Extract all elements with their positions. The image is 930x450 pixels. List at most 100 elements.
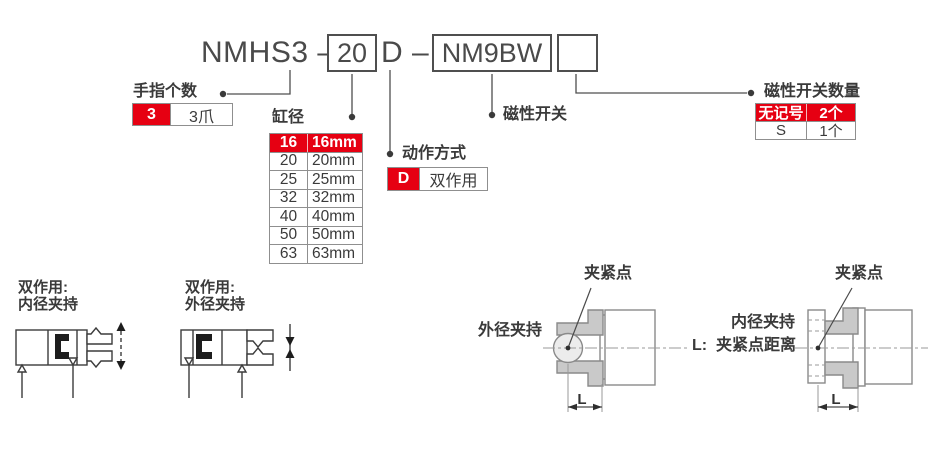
model-code-prefix: NMHS3 – [201,36,335,69]
bore-desc-cell: 20mm [307,152,362,170]
clamp-point-dot [565,345,571,351]
dot-action [386,150,394,158]
dot-switch-qty [747,89,755,97]
fingers-label: 手指个数 [133,83,198,100]
clamp-point-label-external: 夹紧点 [584,265,633,282]
internal-grip-drawing [795,287,928,412]
table-row: 无记号 2个 [756,104,855,122]
bore-label: 缸径 [272,109,305,126]
bore-desc-cell: 25mm [307,171,362,189]
action-table: D 双作用 [387,167,488,191]
bore-code-cell: 50 [279,226,298,244]
dim-arrow-left [818,403,827,411]
table-row: 20 20mm [270,151,362,170]
gripper-jaw-top [824,307,859,335]
table-row: D 双作用 [388,168,487,190]
table-row: 40 40mm [270,207,362,226]
bore-desc-cell: 63mm [307,245,362,263]
table-row: 63 63mm [270,244,362,263]
bore-code-cell: 25 [279,170,298,188]
fingers-code-cell: 3 [133,104,170,125]
table-row: 25 25mm [270,170,362,189]
hidden-edge-lines [808,319,825,377]
port-triangle [236,363,248,373]
blank-option-box [557,34,598,72]
symbol-finger-bottom [86,350,113,369]
bore-code-box: 20 [327,34,377,72]
connector-fingers [227,70,291,95]
port-triangle [16,363,28,373]
arrowhead-up [116,322,126,331]
leader-line [817,287,853,349]
dim-label-internal: L [831,391,841,408]
dot-bore [348,113,356,121]
bore-table: 16 16mm 20 20mm 25 25mm 32 32mm 40 40mm … [269,133,363,264]
dot-switch [488,111,496,119]
gripper-bracket-glyph [55,334,69,359]
switch-qty-table: 无记号 2个 S 1个 [755,103,856,140]
magnetic-switch-label: 磁性开关 [503,106,568,123]
bore-code-cell: 32 [279,189,298,207]
clamp-point-dot [815,345,821,351]
switch-qty-code-cell: 无记号 [756,104,806,122]
internal-grip-label: 内径夹持 [731,314,796,331]
symbol-external-label-line2: 外径夹持 [185,296,246,313]
clamp-distance-note: L: 夹紧点距离 [692,337,796,354]
pneumatic-symbol-external-grip [180,324,295,398]
switch-qty-desc-cell: 2个 [806,104,855,122]
symbol-finger-bottom [246,346,274,366]
dim-arrow-left [568,403,577,411]
switch-model-box: NM9BW [432,34,552,72]
fingers-desc-cell: 3爪 [170,104,232,126]
clamp-drawings-svg [543,287,928,412]
bore-code-cell: 16 [270,134,307,152]
symbol-internal-label-line2: 内径夹持 [18,296,79,313]
external-grip-drawing [543,287,690,412]
table-row: S 1个 [756,121,855,140]
symbol-finger-top [246,329,274,349]
action-label: 动作方式 [402,145,467,162]
gripper-jaw-bottom [556,360,604,387]
table-row: 50 50mm [270,225,362,244]
gripper-jaw-top [556,309,604,336]
external-grip-label: 外径夹持 [478,322,543,339]
table-row: 3 3爪 [133,104,232,126]
dim-label-external: L [577,391,587,408]
leader-line [567,287,592,349]
connector-switch-qty [575,74,747,94]
symbol-external-label-line1: 双作用: [185,279,235,296]
arrowhead-down [116,361,126,370]
switch-qty-code-cell: S [775,122,786,139]
bore-code-cell: 40 [279,207,298,225]
gripper-body [864,309,913,385]
dim-arrow-right [593,403,602,411]
symbol-internal-label-line1: 双作用: [18,279,68,296]
bore-code-cell: 20 [279,152,298,170]
arrowhead-inward-bottom [285,349,295,358]
model-code-action: D – [381,36,430,69]
action-desc-cell: 双作用 [419,168,487,190]
switch-qty-label: 磁性开关数量 [764,83,861,100]
dim-arrow-right [849,403,858,411]
switch-qty-desc-cell: 1个 [806,122,855,140]
gripper-jaw-bottom [824,361,859,389]
fingers-table: 3 3爪 [132,103,233,126]
gripper-bracket-glyph [196,334,212,359]
arrowhead-inward-top [285,337,295,346]
action-code-cell: D [388,168,419,190]
table-row: 16 16mm [270,134,362,152]
symbol-finger-top [86,326,113,345]
symbol-internal-label: 双作用: 内径夹持 [18,279,78,313]
port-triangle [67,357,79,367]
pneumatic-symbol-internal-grip [15,322,126,398]
clamp-point-label-internal: 夹紧点 [835,265,884,282]
bore-desc-cell: 50mm [307,226,362,244]
bore-code-cell: 63 [279,244,298,262]
bore-desc-cell: 32mm [307,189,362,207]
bore-desc-cell: 16mm [307,134,362,152]
port-triangle [183,357,195,367]
bore-desc-cell: 40mm [307,208,362,226]
dot-fingers [219,90,227,98]
symbol-external-label: 双作用: 外径夹持 [185,279,245,313]
